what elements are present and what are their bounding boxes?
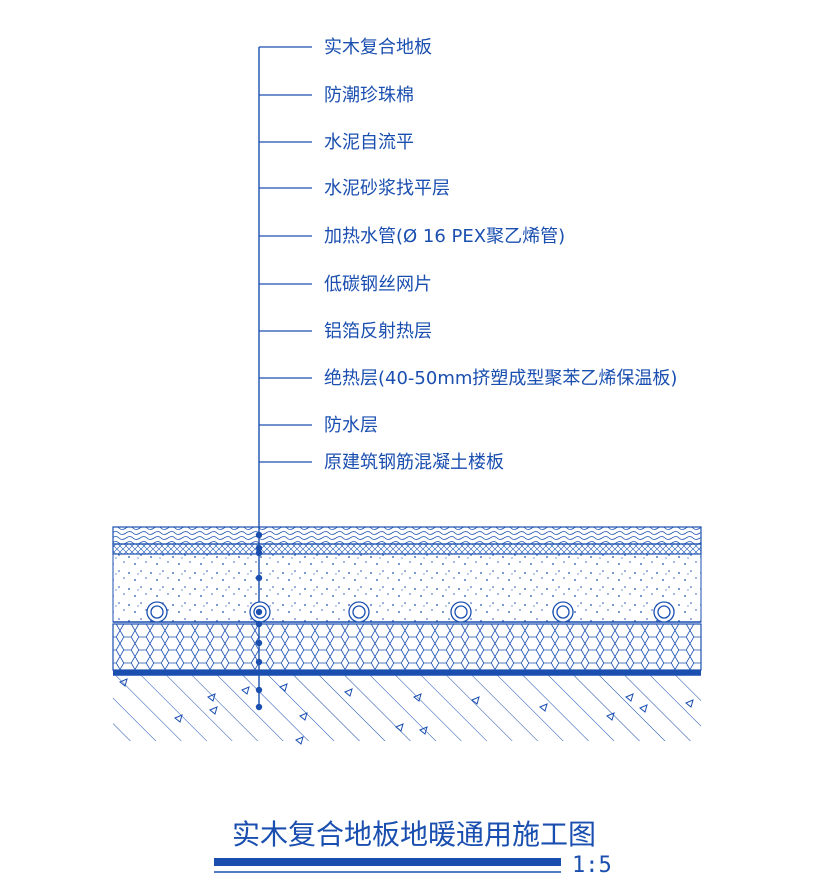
leader-dot — [255, 608, 263, 616]
aggregate-mark — [241, 686, 250, 695]
drawing-scale: 1:5 — [572, 853, 612, 878]
layer-label: 原建筑钢筋混凝土楼板 — [324, 452, 504, 473]
aggregate-mark — [279, 683, 288, 692]
heating-pipe — [150, 605, 164, 619]
aggregate-mark — [209, 706, 218, 715]
layer-label: 实木复合地板 — [324, 37, 432, 58]
leader-dot — [255, 549, 263, 557]
insulation-layer — [112, 623, 702, 671]
layer-label: 防水层 — [324, 415, 378, 436]
heating-pipe — [450, 601, 472, 623]
layer-label: 绝热层(40-50mm挤塑成型聚苯乙烯保温板) — [324, 368, 677, 389]
aggregate-mark — [295, 736, 304, 745]
waterproof-layer — [113, 670, 701, 675]
screed-layer — [112, 553, 702, 623]
heating-pipe — [352, 605, 366, 619]
leader-dot — [255, 531, 263, 539]
heating-pipe — [253, 605, 267, 619]
leader-dot — [255, 620, 263, 628]
aggregate-mark — [685, 699, 694, 708]
layer-label: 低碳钢丝网片 — [324, 274, 432, 295]
aggregate-mark — [299, 712, 308, 721]
aggregate-mark — [471, 696, 480, 705]
aggregate-mark — [344, 688, 353, 697]
leader-dot — [255, 544, 263, 552]
aggregate-mark — [625, 693, 634, 702]
leader-dots — [255, 531, 263, 711]
heating-pipe — [556, 605, 570, 619]
heating-pipe — [146, 601, 168, 623]
pearl-cotton-layer — [112, 543, 702, 555]
floor-section — [112, 526, 702, 745]
heating-pipe — [454, 605, 468, 619]
aggregate-mark — [419, 726, 428, 735]
leader-dot — [255, 639, 263, 647]
leader-dot — [255, 686, 263, 694]
layer-label: 水泥自流平 — [324, 132, 414, 153]
aggregate-mark — [207, 693, 216, 702]
layer-label: 加热水管(Ø 16 PEX聚乙烯管) — [324, 226, 565, 247]
drawing-title: 实木复合地板地暖通用施工图 — [232, 818, 596, 851]
aggregate-mark — [119, 678, 128, 687]
layer-label: 水泥砂浆找平层 — [324, 178, 450, 199]
aggregate-mark — [539, 703, 548, 712]
aggregate-mark — [413, 693, 422, 702]
heating-pipes — [146, 601, 675, 623]
layer-label: 铝箔反射热层 — [324, 321, 432, 342]
concrete-slab-layer — [113, 675, 701, 741]
leader-dot — [255, 574, 263, 582]
leader-dot — [255, 658, 263, 666]
layer-label: 防潮珍珠棉 — [324, 85, 414, 106]
leader-dot — [255, 703, 263, 711]
aggregate-mark — [606, 712, 615, 721]
aggregate-marks — [119, 678, 694, 745]
heating-pipe — [657, 605, 671, 619]
aggregate-mark — [639, 704, 648, 713]
title-underline-thick — [214, 858, 561, 866]
heating-pipe — [552, 601, 574, 623]
wood-floor-layer — [112, 526, 702, 545]
aggregate-mark — [395, 723, 404, 732]
heating-pipe — [348, 601, 370, 623]
heating-pipe — [653, 601, 675, 623]
aggregate-mark — [174, 714, 183, 723]
